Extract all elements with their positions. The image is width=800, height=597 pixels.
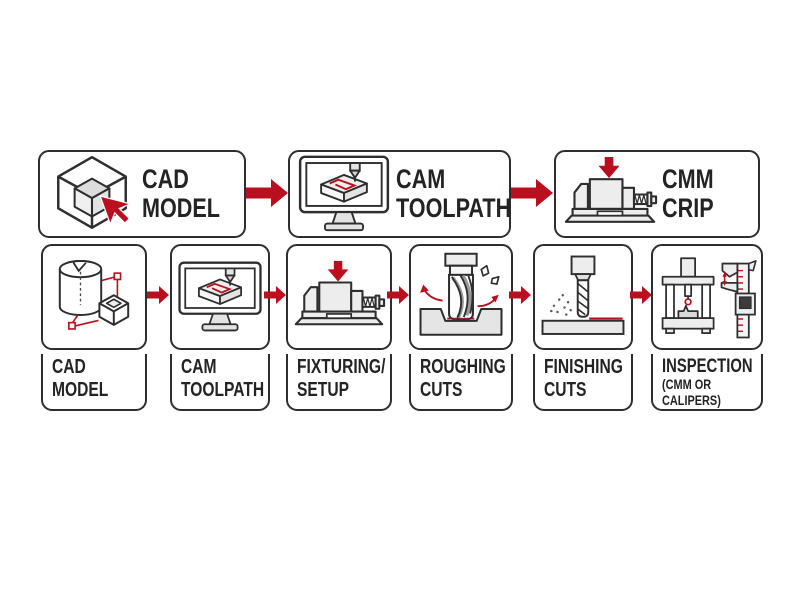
caption-line: TOOLPATH: [181, 378, 265, 401]
step-label-line: CRIP: [662, 193, 714, 223]
step-caption-roughing-cuts: ROUGHING CUTS: [409, 354, 513, 411]
bottom-step-cad-model: [41, 244, 147, 350]
caption-line: MODEL: [52, 378, 109, 401]
step-caption-inspection: INSPECTION (CMM OR CALIPERS): [651, 354, 763, 411]
bottom-step-finishing-cuts: [533, 244, 633, 350]
vise-workholding-icon: [292, 259, 386, 336]
step-caption-fixturing-setup: FIXTURING/ SETUP: [286, 354, 392, 411]
caption-line: CAM: [181, 356, 217, 378]
caption-line: CALIPERS): [662, 392, 721, 409]
inspection-cmm-caliper-icon: [656, 253, 758, 341]
step-label: CMM CRIP: [662, 165, 714, 223]
flow-arrow-icon: [630, 286, 652, 304]
step-label: CAM TOOLPATH: [396, 165, 511, 223]
step-caption-cad-model: CAD MODEL: [41, 354, 147, 411]
roughing-endmill-icon: [415, 251, 507, 343]
bottom-step-inspection: [651, 244, 763, 350]
cad-solid-models-icon: [49, 251, 139, 343]
bottom-step-roughing-cuts: [409, 244, 513, 350]
cad-model-cube-cursor-icon: [46, 154, 138, 234]
caption-line: INSPECTION: [662, 356, 753, 377]
step-label-line: TOOLPATH: [396, 193, 512, 223]
top-step-cad-model: CAD MODEL: [38, 150, 246, 238]
caption-line: ROUGHING: [420, 356, 506, 378]
step-caption-finishing-cuts: FINISHING CUTS: [533, 354, 633, 411]
caption-line: FIXTURING/: [297, 356, 386, 378]
caption-line: CAD: [52, 356, 86, 378]
bottom-step-fixturing-setup: [286, 244, 392, 350]
top-step-cam-toolpath: CAM TOOLPATH: [288, 150, 511, 238]
caption-line: CUTS: [544, 378, 587, 401]
caption-line: CUTS: [420, 378, 463, 401]
step-label-line: CMM: [662, 164, 714, 195]
step-label: CAD MODEL: [142, 165, 220, 223]
flow-arrow-icon: [246, 179, 288, 207]
top-step-cmm-crip: CMM CRIP: [554, 150, 760, 238]
finishing-endmill-icon: [539, 252, 627, 342]
flow-arrow-icon: [511, 179, 553, 207]
flow-arrow-icon: [509, 286, 531, 304]
caption-line: SETUP: [297, 378, 350, 401]
flow-arrow-icon: [387, 286, 409, 304]
bottom-step-cam-toolpath: [170, 244, 270, 350]
caption-line: (CMM OR: [662, 376, 712, 393]
flow-arrow-icon: [264, 286, 286, 304]
vise-workholding-icon: [562, 155, 658, 234]
caption-line: FINISHING: [544, 356, 623, 378]
cam-toolpath-monitor-icon: [176, 259, 264, 335]
step-caption-cam-toolpath: CAM TOOLPATH: [170, 354, 270, 411]
flow-arrow-icon: [147, 286, 169, 304]
step-label-line: CAM: [396, 164, 446, 195]
cam-toolpath-monitor-icon: [296, 153, 392, 235]
step-label-line: CAD: [142, 164, 189, 195]
step-label-line: MODEL: [142, 193, 220, 223]
